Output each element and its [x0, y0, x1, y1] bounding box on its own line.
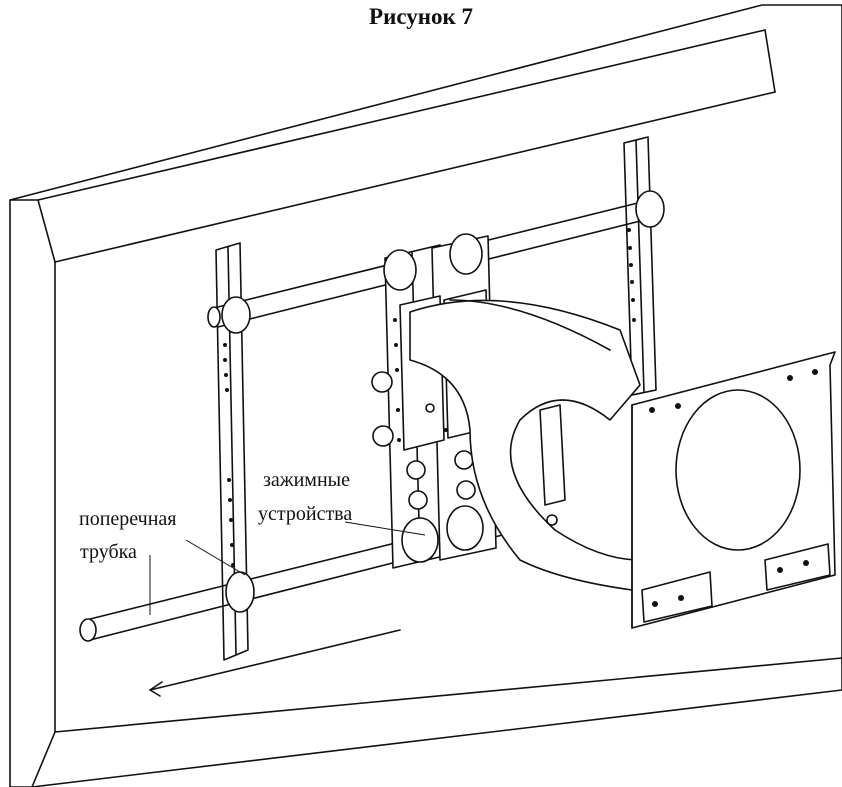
tv-interface-plate — [631, 351, 836, 629]
swing-arm — [409, 299, 641, 591]
cross-tube-label-line1: поперечная — [79, 508, 177, 530]
cross-tube-label-line2: трубка — [80, 541, 137, 563]
callout-leaders — [149, 521, 426, 615]
clamps-label-line2: устройства — [258, 503, 353, 525]
figure-title: Рисунок 7 — [369, 4, 473, 29]
slide-direction-arrow — [149, 629, 401, 697]
clamps-label-line1: зажимные — [263, 469, 350, 491]
tv-panel — [9, 4, 842, 787]
